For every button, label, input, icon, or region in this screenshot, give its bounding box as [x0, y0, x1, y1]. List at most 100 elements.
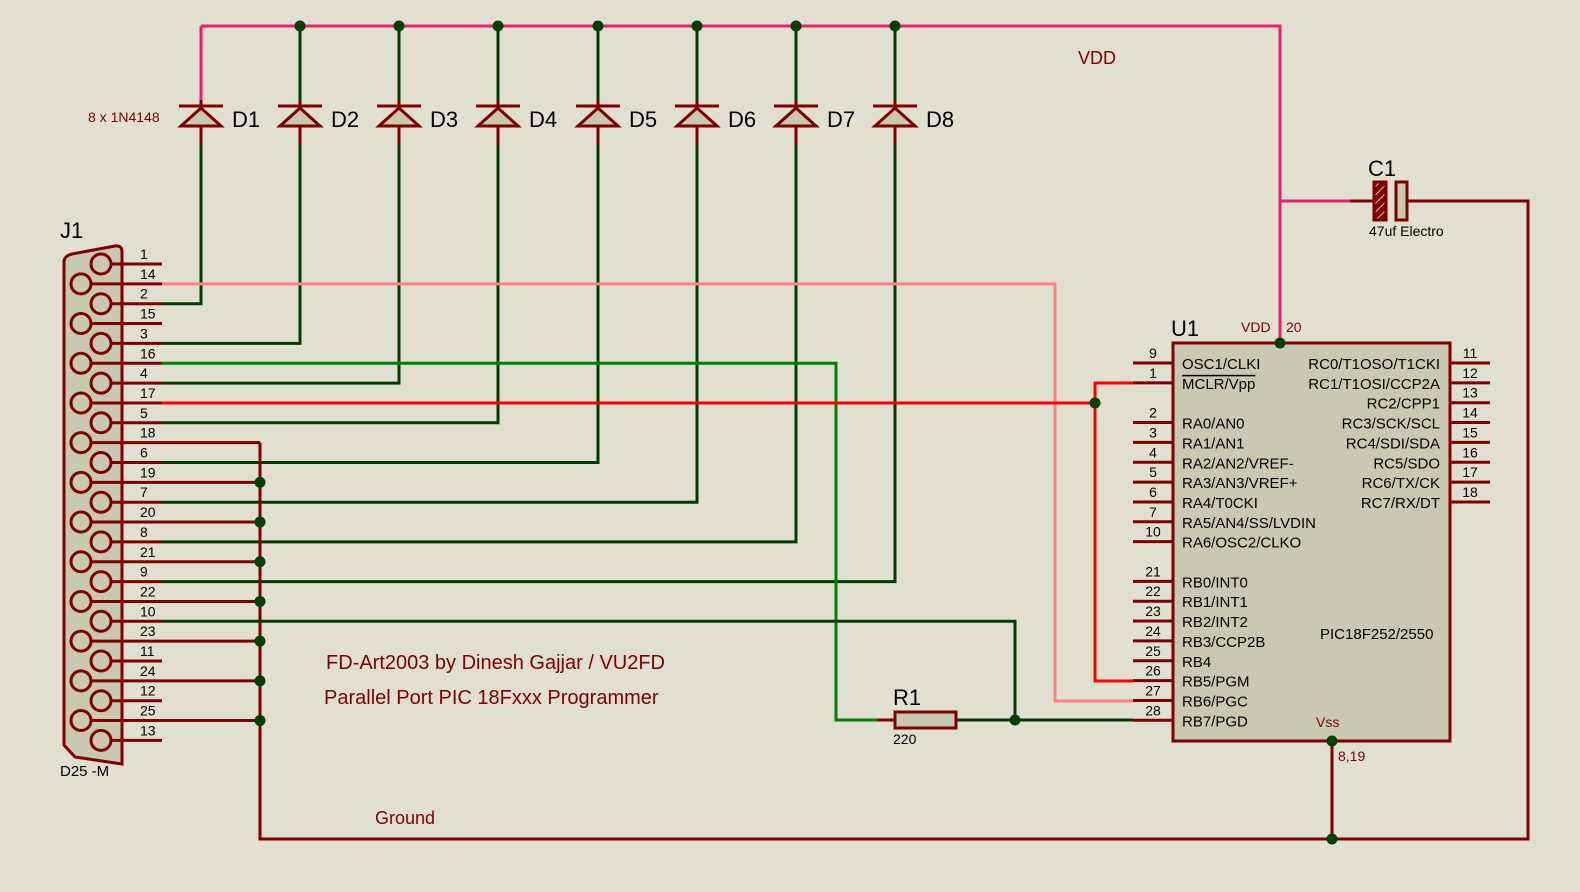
junction-dot	[254, 556, 266, 568]
diode-to-3-wire	[162, 145, 302, 345]
connector-pin-number: 18	[140, 425, 156, 441]
connector-j1: 1142153164175186197208219221023112412251…	[62, 244, 162, 766]
connector-pin-hole	[69, 709, 93, 733]
diode-ref: D5	[629, 107, 657, 132]
schematic-title: FD-Art2003 by Dinesh Gajjar / VU2FD	[326, 652, 665, 674]
ic-pin-number: 23	[1145, 603, 1161, 619]
connector-value: D25 -M	[60, 763, 109, 780]
diode-d3: D3	[375, 100, 458, 145]
capacitor-value: 47uf Electro	[1369, 223, 1444, 239]
junction-dot	[254, 675, 266, 687]
ic-pin-name: RA5/AN4/SS/LVDIN	[1182, 515, 1316, 532]
diode-to-4-wire	[162, 145, 401, 385]
ic-pin-name: RC3/SCK/SCL	[1342, 416, 1440, 433]
connector-pin-hole	[89, 331, 113, 355]
ic-pin-number: 28	[1145, 702, 1161, 718]
ic-pin-name: RC7/RX/DT	[1361, 495, 1440, 512]
ic-pin-name: RB0/INT0	[1182, 574, 1248, 591]
ground-net-label: Ground	[375, 808, 435, 828]
connector-pin-number: 13	[140, 722, 156, 738]
junction-dot	[294, 20, 306, 32]
connector-pin-number: 23	[140, 623, 156, 639]
ic-pin-name: RC2/CPP1	[1367, 396, 1440, 413]
connector-pin-hole	[89, 570, 113, 594]
connector-pin-hole	[89, 411, 113, 435]
resistor-body	[893, 710, 958, 730]
connector-pin-number: 7	[140, 484, 148, 500]
junction-dot	[254, 635, 266, 647]
ic-pin-number: 15	[1462, 424, 1478, 440]
diode-d1: D1	[177, 100, 260, 145]
ic-pin-name: RB7/PGD	[1182, 713, 1248, 730]
connector-pin-hole	[69, 550, 93, 574]
junctions-layer	[254, 20, 1338, 845]
junction-dot	[790, 20, 802, 32]
ic-pin-number: 6	[1149, 484, 1157, 500]
diode-triangle	[177, 105, 225, 128]
ic-pin-number: 26	[1145, 663, 1161, 679]
ic-pin-name: RC0/T1OSO/T1CKI	[1308, 356, 1440, 373]
ground-rail-wire	[258, 199, 1530, 841]
ic-pin-number: 27	[1145, 682, 1161, 698]
connector-pin-hole	[89, 252, 113, 276]
diode-triangle	[871, 105, 919, 128]
connector-pin-number: 22	[140, 583, 156, 599]
junction-dot	[492, 20, 504, 32]
connector-pin-hole	[69, 431, 93, 455]
ic-part-number: PIC18F252/2550	[1320, 626, 1433, 643]
connector-pin-number: 14	[140, 266, 156, 282]
ic-vss-pins: 8,19	[1338, 748, 1365, 764]
ic-pin-number: 11	[1463, 345, 1478, 361]
diode-ref: D3	[430, 107, 458, 132]
ic-pin-name: RA6/OSC2/CLKO	[1182, 535, 1301, 552]
connector-pin-number: 6	[140, 445, 148, 461]
ic-body	[1171, 341, 1452, 743]
ic-pin-number: 18	[1462, 484, 1478, 500]
connector-pin-hole	[69, 470, 93, 494]
connector-pin-number: 8	[140, 524, 148, 540]
ic-pin-name: RB4	[1182, 654, 1211, 671]
connector-ref: J1	[60, 218, 83, 243]
diode-d8: D8	[871, 100, 954, 145]
junction-dot	[254, 595, 266, 607]
vdd-net-label: VDD	[1078, 48, 1116, 68]
junction-dot	[592, 20, 604, 32]
diode-triangle	[673, 105, 721, 128]
diode-ref: D1	[232, 107, 260, 132]
diode-triangle	[474, 105, 522, 128]
connector-pin-hole	[69, 272, 93, 296]
junction-dot	[1009, 714, 1021, 726]
diode-to-8-wire	[162, 145, 798, 544]
connector-pin-number: 11	[140, 643, 155, 659]
ic-pin-name: RA3/AN3/VREF+	[1182, 475, 1298, 492]
ic-pin-name: RC1/T1OSI/CCP2A	[1308, 376, 1440, 393]
connector-pin-hole	[89, 689, 113, 713]
diode-triangle	[574, 105, 622, 128]
connector-pin-hole	[69, 391, 93, 415]
junction-dot	[254, 516, 266, 528]
ic-pin-number: 13	[1462, 385, 1478, 401]
ic-u1: 9OSC1/CLKI1MCLR/Vpp2RA0/AN03RA1/AN14RA2/…	[1133, 341, 1490, 743]
ic-pin-number: 16	[1462, 444, 1478, 460]
pgc-wire	[162, 282, 1133, 703]
connector-pin-hole	[89, 371, 113, 395]
connector-pin-hole	[89, 490, 113, 514]
diode-to-7-wire	[162, 145, 699, 504]
ic-ref: U1	[1171, 316, 1199, 341]
ic-pin-name: RA0/AN0	[1182, 416, 1245, 433]
connector-pin-hole	[69, 629, 93, 653]
connector-pin-hole	[89, 292, 113, 316]
junction-dot	[393, 20, 405, 32]
connector-pin-hole	[89, 649, 113, 673]
data-out-wire	[162, 361, 877, 722]
capacitor-negative-plate	[1394, 180, 1409, 222]
diode-d7: D7	[772, 100, 855, 145]
ic-pin-number: 7	[1149, 504, 1157, 520]
ic-pin-number: 4	[1149, 444, 1157, 460]
connector-pin-number: 21	[140, 544, 156, 560]
resistor-value: 220	[893, 731, 917, 747]
diode-triangle	[375, 105, 423, 128]
ic-pin-name: RA1/AN1	[1182, 435, 1245, 452]
connector-pin-number: 16	[140, 345, 156, 361]
ic-pin-number: 22	[1145, 583, 1161, 599]
